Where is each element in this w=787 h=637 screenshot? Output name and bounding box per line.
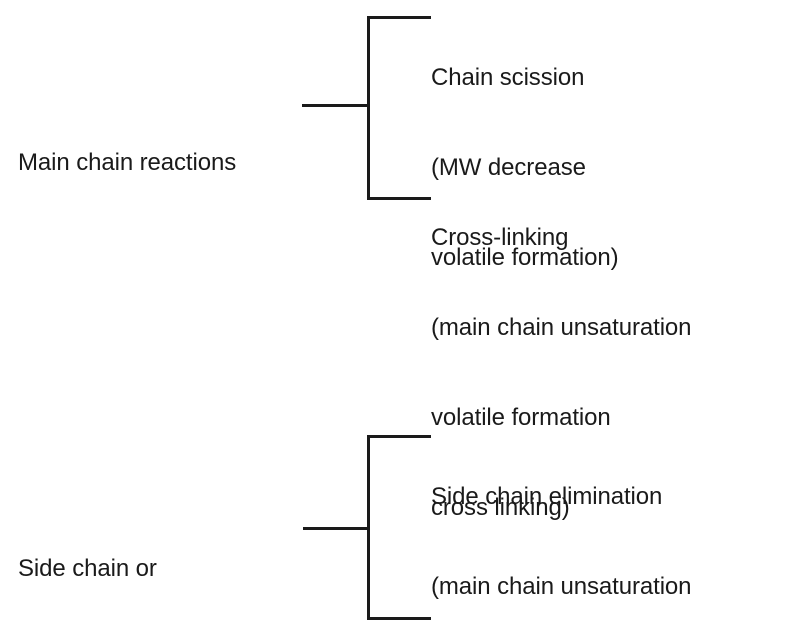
branch-chain-scission-line-3: volatile formation) [431, 244, 619, 271]
connector-spine-main-chain [367, 16, 370, 200]
branch-cross-linking-line-3: volatile formation [431, 404, 611, 431]
branch-cross-linking-line-4: cross linking) [431, 494, 570, 521]
branch-cross-linking-line-1: Cross-linking [431, 224, 569, 251]
connector-arm-chain-scission [367, 16, 431, 19]
connector-stem-side-chain [303, 527, 370, 530]
connector-stem-main-chain [302, 104, 370, 107]
root-label-main-chain-reactions: Main chain reactions [18, 88, 236, 238]
connector-arm-side-chain-elimination [367, 435, 431, 438]
branch-chain-scission-line-2: (MW decrease [431, 154, 586, 181]
connector-arm-side-chain-cyclization [367, 617, 431, 620]
connector-spine-side-chain [367, 435, 370, 620]
connector-arm-cross-linking [367, 197, 431, 200]
branch-label-chain-scission: Chain scission (MW decrease volatile for… [431, 3, 619, 333]
root-label-side-chain-line-1: Side chain or [18, 555, 157, 582]
branch-label-cross-linking: Cross-linking (main chain unsaturation v… [431, 163, 692, 583]
branch-label-side-chain-cyclization: Side chain cyclization [431, 582, 658, 637]
branch-cross-linking-line-2: (main chain unsaturation [431, 314, 692, 341]
branch-chain-scission-line-1: Chain scission [431, 64, 585, 91]
branch-side-elimination-line-1: Side chain elimination [431, 483, 663, 510]
branch-label-side-chain-elimination: Side chain elimination (main chain unsat… [431, 422, 692, 637]
branch-side-elimination-line-2: (main chain unsaturation [431, 573, 692, 600]
root-label-side-chain-reactions: Side chain or substituent reactions [18, 494, 236, 637]
root-label-main-chain-line-1: Main chain reactions [18, 149, 237, 176]
